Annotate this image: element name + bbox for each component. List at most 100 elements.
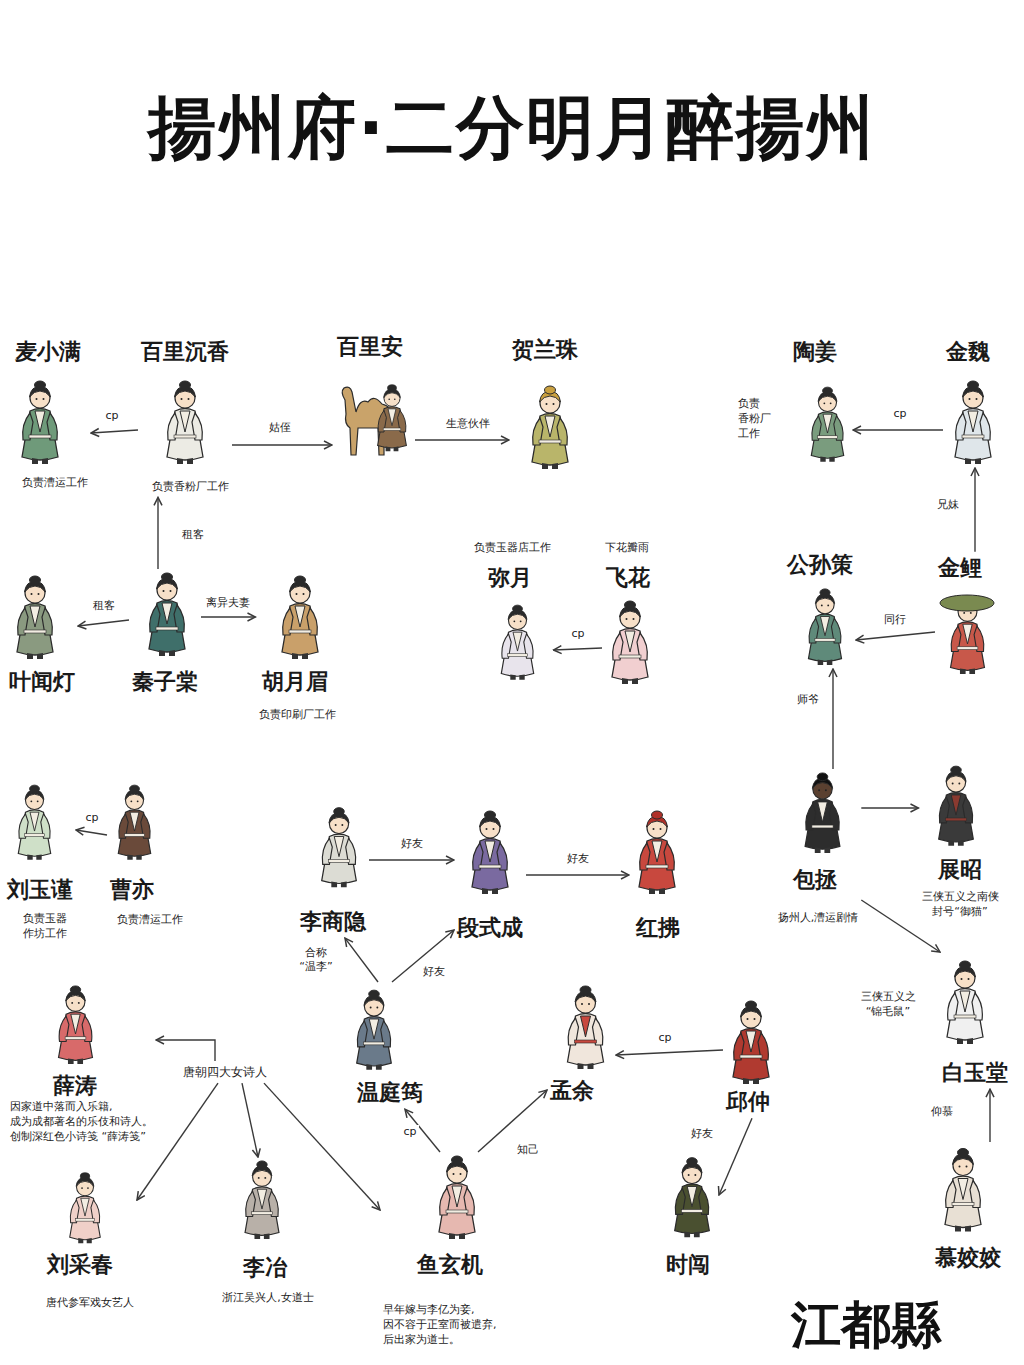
figure: [439, 1156, 475, 1239]
character-name: 李冶: [243, 1255, 287, 1281]
figure: [805, 773, 840, 853]
character-node: 弥月负责玉器店工作: [471, 538, 554, 688]
character-node: 叶闻灯: [6, 572, 78, 698]
relation-label: cp: [103, 409, 120, 423]
character-note: 负责玉器店工作: [474, 541, 551, 556]
character-name: 贺兰珠: [512, 337, 578, 363]
figure: [357, 990, 392, 1070]
relation-arrow: [156, 1040, 215, 1061]
character-name: 时闯: [666, 1252, 710, 1278]
figure: [118, 785, 150, 860]
character-name: 叶闻灯: [9, 669, 75, 695]
relation-label: 好友: [399, 837, 425, 851]
character-note: 浙江吴兴人,女道士: [222, 1291, 314, 1306]
character-note: 下花瓣雨: [605, 541, 649, 556]
character-node: 飞花下花瓣雨: [602, 538, 658, 688]
relation-label: cp: [401, 1125, 418, 1139]
character-node: 百里安: [332, 331, 415, 463]
relation-label: 仰慕: [929, 1105, 955, 1119]
character-note: 三侠五义之南侠 封号“御猫”: [922, 890, 999, 920]
relation-label: 生意伙伴: [444, 417, 492, 431]
character-node: 唐朝四大女诗人: [180, 1061, 270, 1083]
character-node: 时闯: [663, 1152, 719, 1281]
character-node: 白玉堂三侠五义之 “锦毛鼠”: [858, 952, 1012, 1089]
character-node: 刘玉谨负责玉器 作坊工作: [4, 777, 76, 945]
relation-arrow: [157, 497, 158, 569]
character-name: 刘采春: [47, 1252, 113, 1278]
character-node: 百里沉香负责香粉厂工作: [138, 336, 232, 498]
relation-label: 兄妹: [935, 498, 961, 512]
character-node: 慕姣姣: [932, 1142, 1004, 1274]
character-node: 红拂: [629, 807, 685, 944]
character-name: 段式成: [457, 915, 523, 941]
relation-label: cp: [891, 407, 908, 421]
diagram-title: 揚州府·二分明月醉揚州: [148, 87, 876, 169]
character-node: 金魏: [943, 336, 1001, 468]
character-name: 曹亦: [110, 877, 154, 903]
figure: [675, 1158, 710, 1238]
relation-arrow: [832, 669, 833, 769]
character-node: 秦子棠: [129, 569, 201, 698]
character-name: 金魏: [946, 339, 990, 365]
character-note: 扬州人,漕运剧情: [778, 911, 859, 926]
character-node: 段式成: [454, 807, 526, 944]
figure: [532, 386, 568, 469]
relation-arrow: [345, 938, 378, 982]
character-node: 孟余: [547, 982, 616, 1107]
character-name: 金鲤: [938, 555, 982, 581]
character-name: 温庭筠: [357, 1080, 423, 1106]
relation-label: 租客: [180, 528, 206, 542]
relation-arrow: [137, 1083, 218, 1200]
relation-arrow: [415, 439, 509, 440]
figure: [17, 576, 53, 659]
relation-arrow: [616, 1050, 723, 1055]
character-name: 鱼玄机: [417, 1252, 483, 1278]
relation-arrow: [853, 429, 943, 430]
figure: [808, 589, 841, 665]
relation-arrow: [554, 648, 603, 650]
relation-label: cp: [569, 627, 586, 641]
relation-arrow: [974, 468, 975, 552]
character-name: 展昭: [938, 857, 982, 883]
character-name: 弥月: [488, 565, 532, 591]
character-name: 红拂: [636, 915, 680, 941]
character-name: 李商隐: [300, 909, 366, 935]
character-node: 贺兰珠: [509, 334, 581, 473]
character-name: 秦子棠: [132, 669, 198, 695]
character-node: 包拯扬州人,漕运剧情: [775, 769, 862, 928]
relation-arrow: [719, 1118, 752, 1195]
figure: [59, 986, 93, 1064]
character-name: 百里沉香: [141, 339, 229, 365]
relation-label: 离异夫妻: [204, 596, 252, 610]
relation-label: 合称 “温李”: [297, 946, 334, 974]
character-node: 曹亦负责漕运工作: [107, 777, 186, 930]
relation-arrow: [76, 830, 107, 835]
figure: [22, 381, 58, 464]
character-name: 薛涛: [53, 1073, 97, 1099]
figure: [70, 1173, 100, 1243]
character-name: 飞花: [606, 565, 650, 591]
relation-label: cp: [656, 1031, 673, 1045]
character-node: 鱼玄机早年嫁与李亿为妾, 因不容于正室而被遣弃, 后出家为道士。: [380, 1152, 500, 1351]
relation-arrow: [369, 859, 454, 860]
relation-label: 好友: [565, 852, 591, 866]
relation-label: 好友: [421, 965, 447, 979]
figure: [955, 381, 991, 464]
character-node: 胡月眉负责印刷厂工作: [256, 572, 339, 725]
relation-arrow: [232, 444, 332, 445]
character-node: 公孙策: [784, 549, 856, 669]
relation-label: cp: [83, 811, 100, 825]
character-name: 白玉堂: [942, 1060, 1008, 1086]
character-name: 孟余: [550, 1078, 594, 1104]
relation-label: 好友: [689, 1127, 715, 1141]
character-note: 负责玉器 作坊工作: [23, 912, 67, 942]
character-node: 刘采春唐代参军戏女艺人: [43, 1169, 137, 1313]
character-name: 包拯: [793, 867, 837, 893]
figure: [245, 1161, 279, 1239]
relation-label: 姑侄: [267, 421, 293, 435]
character-note: 负责 香粉厂 工作: [738, 397, 771, 442]
character-node: 温庭筠: [347, 982, 426, 1109]
character-node: 陶姜负责 香粉厂 工作: [735, 336, 853, 470]
relation-label: 同行: [882, 613, 908, 627]
